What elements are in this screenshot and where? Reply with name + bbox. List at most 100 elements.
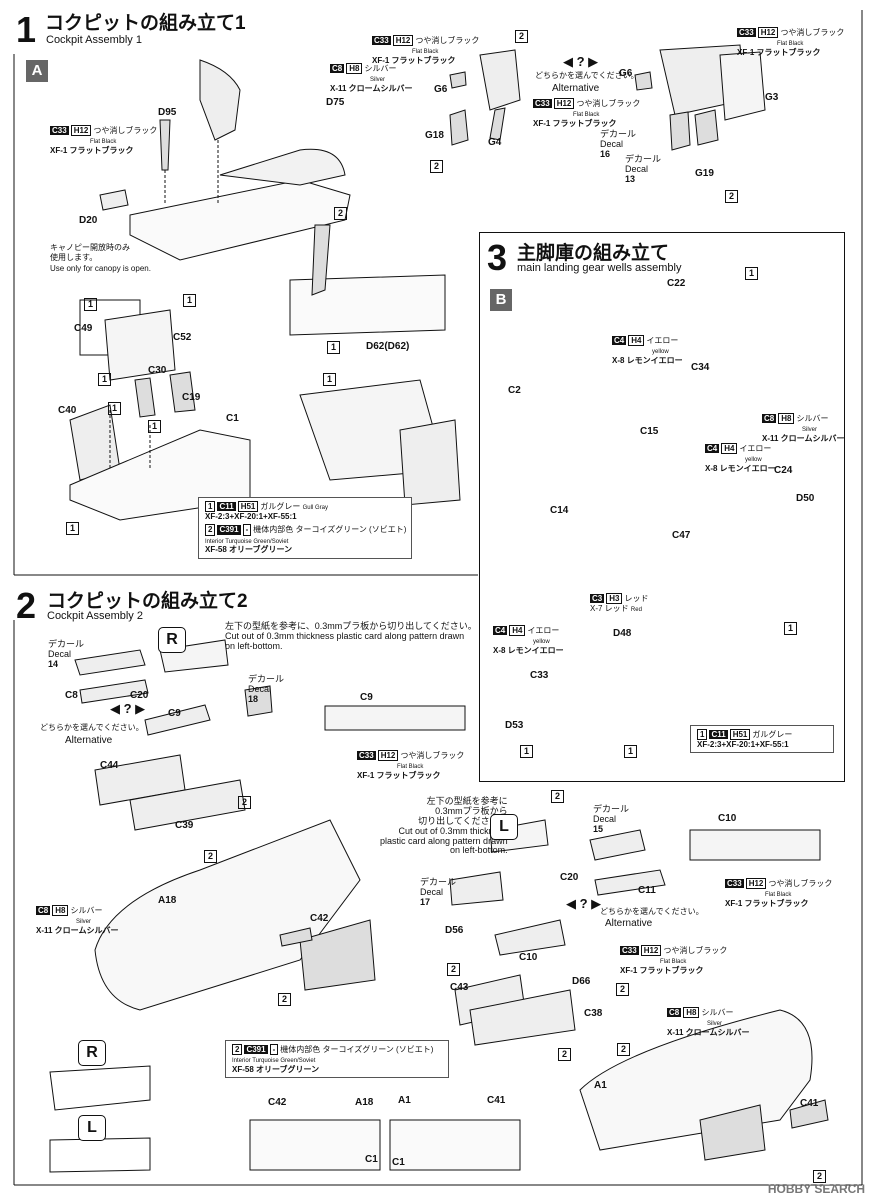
color-key-2: 2 xyxy=(278,993,291,1006)
part-c22: C22 xyxy=(667,278,686,289)
part-c52: C52 xyxy=(173,332,192,343)
alt-note-jp: どちらかを選んでください。 xyxy=(40,723,144,732)
part-c2: C2 xyxy=(508,385,521,396)
color-key-2: 2 xyxy=(238,796,251,809)
color-key-1: 1 xyxy=(784,622,797,635)
part-d56: D56 xyxy=(445,925,464,936)
color-key-1: 1 xyxy=(520,745,533,758)
color-key-2: 2 xyxy=(334,207,347,220)
part-c42: C42 xyxy=(310,913,329,924)
alt-note-en: Alternative xyxy=(605,918,653,929)
part-c41-b: C41 xyxy=(487,1095,506,1106)
step-3-title-jp: 主脚庫の組み立て xyxy=(517,243,670,264)
alt-choice-icon: ◀ ? ▶ xyxy=(110,701,146,716)
canopy-note: キャノピー開放時のみ使用します。Use only for canopy is o… xyxy=(50,243,151,273)
part-d50: D50 xyxy=(796,493,815,504)
part-c33-piece: C33 xyxy=(530,670,549,681)
part-c1-b: C1 xyxy=(365,1154,378,1165)
color-key-1: 1 xyxy=(84,298,97,311)
part-c42-b: C42 xyxy=(268,1097,287,1108)
color-key-2: 2 xyxy=(430,160,443,173)
part-a1-b: A1 xyxy=(398,1095,411,1106)
part-c1-c: C1 xyxy=(392,1157,405,1168)
template-marker-l: L xyxy=(78,1115,106,1141)
color-key-1: 1 xyxy=(183,294,196,307)
part-d48: D48 xyxy=(613,628,632,639)
alt-choice-icon: ◀ ? ▶ xyxy=(566,896,602,911)
step-2-number: 2 xyxy=(16,585,37,626)
step-2-title-jp: コクピットの組み立て2 xyxy=(47,591,248,612)
part-a18-b: A18 xyxy=(355,1097,374,1108)
alt-choice-icon: ◀ ? ▶ xyxy=(563,54,599,69)
part-c38: C38 xyxy=(584,1008,603,1019)
part-a18: A18 xyxy=(158,895,177,906)
cut-note: 左下の型紙を参考に、0.3mmプラ板から切り出してください。Cut out of… xyxy=(225,621,477,651)
part-c43: C43 xyxy=(450,982,469,993)
part-c15: C15 xyxy=(640,426,659,437)
part-g6: G6 xyxy=(434,84,448,95)
color-key-2: 2 xyxy=(447,963,460,976)
section-badge-b: B xyxy=(490,289,512,311)
color-key-1: 1 xyxy=(745,267,758,280)
watermark: HOBBY SEARCH xyxy=(767,1182,865,1196)
part-c20-b: C20 xyxy=(560,872,579,883)
part-c20: C20 xyxy=(130,690,149,701)
step-1-title-en: Cockpit Assembly 1 xyxy=(46,34,142,46)
alt-note-jp: どちらかを選んでください。 xyxy=(535,71,639,80)
part-g6-b: G6 xyxy=(619,68,633,79)
part-c30: C30 xyxy=(148,365,167,376)
alt-note-en: Alternative xyxy=(65,735,113,746)
part-c24: C24 xyxy=(774,465,793,476)
part-c8: C8 xyxy=(65,690,78,701)
part-a1: A1 xyxy=(594,1080,607,1091)
color-key-1: 1 xyxy=(327,341,340,354)
part-d66: D66 xyxy=(572,976,591,987)
part-d53: D53 xyxy=(505,720,524,731)
part-c10: C10 xyxy=(519,952,538,963)
part-c39: C39 xyxy=(175,820,194,831)
color-key-2: 2 xyxy=(204,850,217,863)
part-c44: C44 xyxy=(100,760,119,771)
step-2-title-en: Cockpit Assembly 2 xyxy=(47,610,143,622)
part-c14: C14 xyxy=(550,505,569,516)
part-c11: C11 xyxy=(638,885,656,896)
color-key-2: 2 xyxy=(617,1043,630,1056)
step-3-title-en: main landing gear wells assembly xyxy=(517,262,682,274)
part-d95: D95 xyxy=(158,107,177,118)
color-key-2: 2 xyxy=(551,790,564,803)
part-c40: C40 xyxy=(58,405,77,416)
part-c19: C19 xyxy=(182,392,201,403)
part-c10-top: C10 xyxy=(718,813,737,824)
color-key-1: 1 xyxy=(624,745,637,758)
color-key-1: 1 xyxy=(108,402,121,415)
color-key-1: 1 xyxy=(148,420,161,433)
color-key-2: 2 xyxy=(725,190,738,203)
step-1-title-jp: コクピットの組み立て1 xyxy=(45,13,246,34)
part-g19: G19 xyxy=(695,168,714,179)
color-key-1: 1 xyxy=(323,373,336,386)
